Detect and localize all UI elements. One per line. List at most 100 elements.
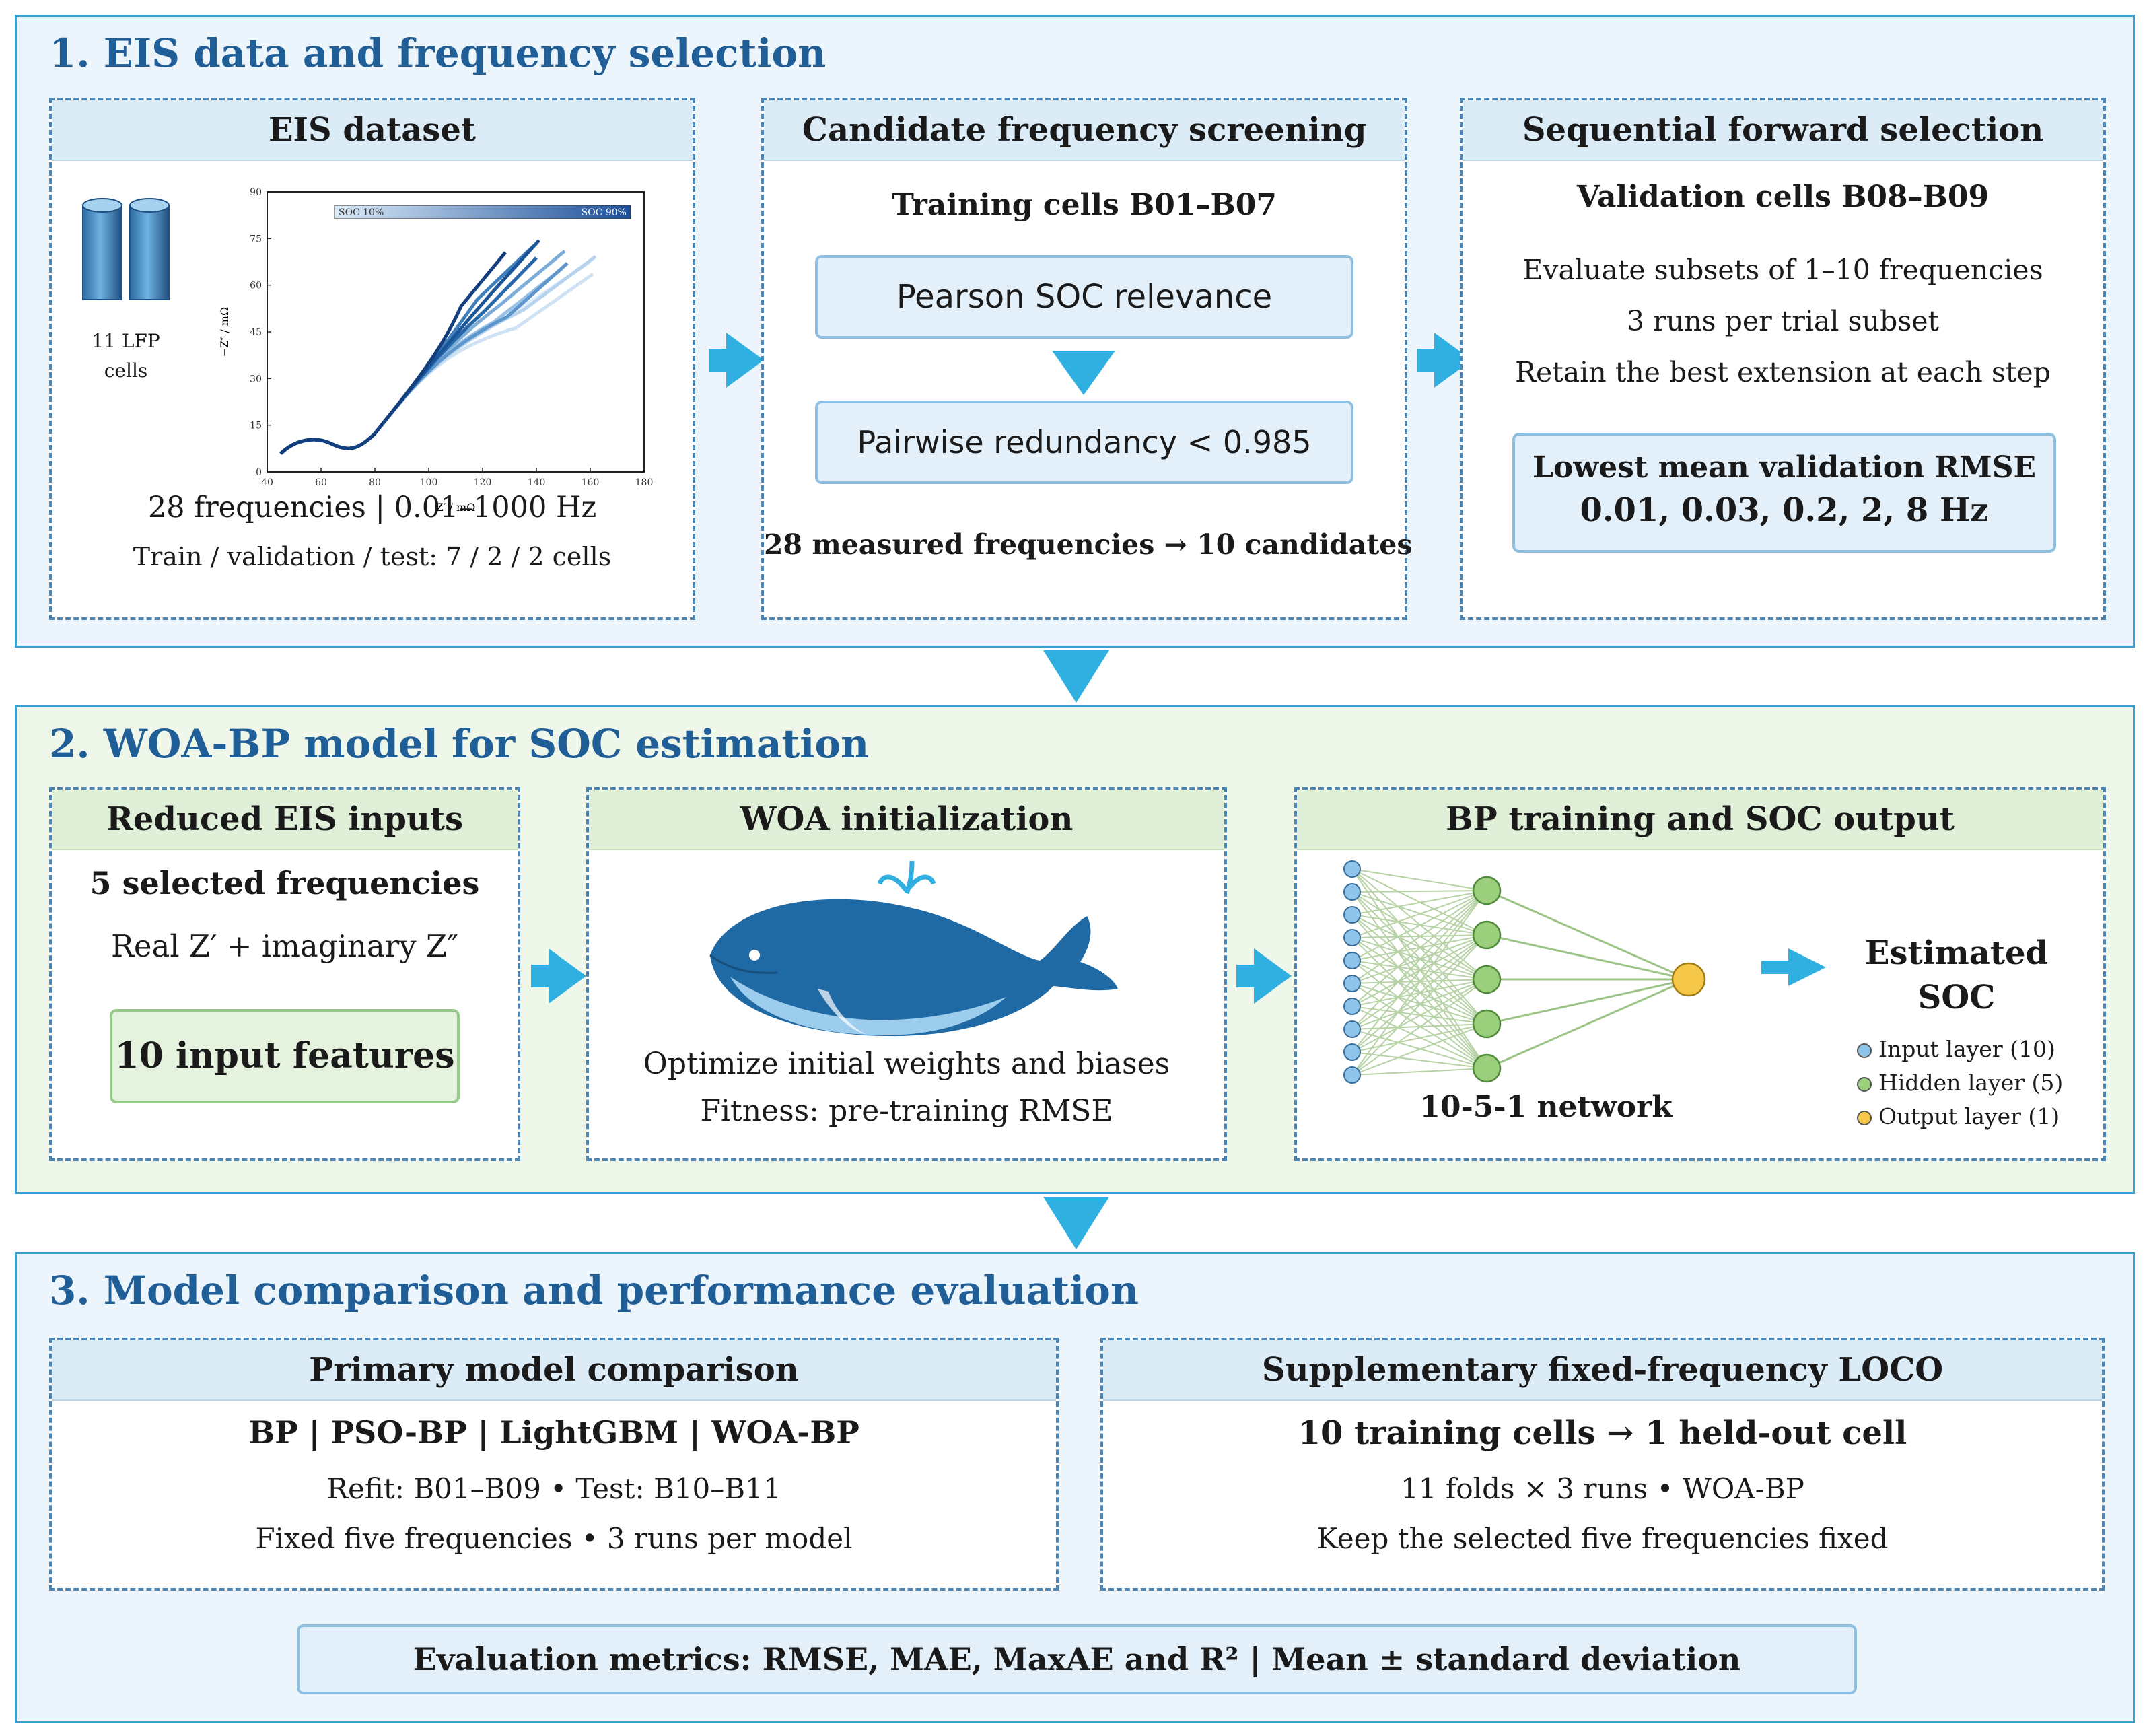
hidden-node <box>1472 1053 1502 1083</box>
primary-runs-line: Fixed five frequencies • 3 runs per mode… <box>255 1522 853 1555</box>
input-node <box>1343 1020 1361 1038</box>
y-tick-label: 30 <box>250 374 262 384</box>
primary-refit-line: Refit: B01–B09 • Test: B10–B11 <box>326 1472 781 1505</box>
panel-primary-comparison: Primary model comparison BP | PSO-BP | L… <box>49 1338 1059 1591</box>
input-node <box>1343 1066 1361 1084</box>
input-hidden-connection <box>1351 1068 1487 1076</box>
plot-x-axis-label: Z′ / mΩ <box>436 501 476 514</box>
legend-input-layer: Input layer (10) <box>1857 1036 2055 1062</box>
input-node <box>1343 883 1361 901</box>
output-node <box>1671 962 1706 997</box>
loco-line1: 10 training cells → 1 held-out cell <box>1298 1414 1907 1452</box>
dataset-split-text: Train / validation / test: 7 / 2 / 2 cel… <box>133 542 612 571</box>
battery-cells-icon <box>82 198 170 300</box>
input-node-swatch <box>1857 1043 1872 1058</box>
y-tick-label: 60 <box>250 281 262 291</box>
impedance-curve <box>279 251 507 455</box>
legend-input-label: Input layer (10) <box>1878 1036 2055 1062</box>
screening-subtitle: Training cells B01–B07 <box>892 188 1277 222</box>
panel-primary-comparison-header: Primary model comparison <box>52 1340 1056 1401</box>
x-tick-label: 60 <box>315 477 327 488</box>
legend-output-label: Output layer (1) <box>1878 1103 2060 1130</box>
panel-woa-initialization: WOA initialization Optimize initial weig… <box>586 787 1227 1161</box>
soc-colorbar-high-label: SOC 90% <box>582 207 627 218</box>
forward-line1: Evaluate subsets of 1–10 frequencies <box>1522 254 2043 286</box>
input-node <box>1343 952 1361 969</box>
inputs-line1: 5 selected frequencies <box>90 865 480 901</box>
hidden-output-connection <box>1486 978 1689 1070</box>
input-node <box>1343 929 1361 946</box>
forward-subtitle: Validation cells B08–B09 <box>1576 180 1990 214</box>
input-node <box>1343 1043 1361 1061</box>
soc-colorbar <box>334 205 631 219</box>
arrow-right-icon <box>531 948 586 1004</box>
y-tick-label: 45 <box>250 327 262 338</box>
hidden-node <box>1472 965 1502 994</box>
arrow-down-icon <box>1043 1197 1109 1249</box>
y-tick-label: 75 <box>250 234 262 244</box>
forward-result-values: 0.01, 0.03, 0.2, 2, 8 Hz <box>1580 491 1989 529</box>
section-3-title: 3. Model comparison and performance eval… <box>49 1268 1139 1313</box>
input-hidden-connection <box>1351 890 1487 938</box>
arrow-right-icon <box>1236 948 1292 1004</box>
x-tick-label: 120 <box>474 477 492 488</box>
input-node <box>1343 860 1361 878</box>
estimated-soc-line1: Estimated <box>1864 934 2049 972</box>
input-hidden-connection <box>1351 979 1487 1053</box>
network-label: 10-5-1 network <box>1419 1090 1673 1124</box>
input-hidden-connection <box>1351 868 1487 891</box>
legend-hidden-label: Hidden layer (5) <box>1878 1070 2064 1096</box>
dataset-frequencies-text: 28 frequencies | 0.01–1000 Hz <box>147 491 597 524</box>
input-hidden-connection <box>1351 890 1487 893</box>
panel-bp-training: BP training and SOC output 10-5-1 networ… <box>1294 787 2106 1161</box>
panel-eis-dataset: EIS dataset 11 LFP cells <box>49 98 695 620</box>
hidden-node <box>1472 1009 1502 1039</box>
loco-line3: Keep the selected five frequencies fixed <box>1316 1522 1889 1555</box>
primary-models-line: BP | PSO-BP | LightGBM | WOA-BP <box>248 1414 859 1451</box>
input-node <box>1343 998 1361 1015</box>
hidden-output-connection <box>1486 934 1689 981</box>
hidden-output-connection <box>1486 978 1689 1025</box>
panel-reduced-inputs: Reduced EIS inputs 5 selected frequencie… <box>49 787 520 1161</box>
input-hidden-connection <box>1351 934 1487 1076</box>
legend-output-layer: Output layer (1) <box>1857 1103 2060 1130</box>
panel-candidate-screening: Candidate frequency screening Training c… <box>761 98 1412 620</box>
input-hidden-connection <box>1351 890 1487 984</box>
input-hidden-connection <box>1351 1023 1487 1053</box>
pairwise-redundancy-box: Pairwise redundancy < 0.985 <box>815 401 1353 484</box>
forward-result-title: Lowest mean validation RMSE <box>1533 450 2036 485</box>
panel-loco: Supplementary fixed-frequency LOCO 10 tr… <box>1100 1338 2105 1591</box>
cells-label-line2: cells <box>104 359 148 382</box>
input-hidden-connection <box>1351 890 1487 961</box>
input-hidden-connection <box>1351 890 1487 1053</box>
arrow-down-icon <box>1043 650 1109 703</box>
estimated-soc-line2: SOC <box>1917 979 1996 1016</box>
x-tick-label: 80 <box>369 477 381 488</box>
hidden-node <box>1472 876 1502 905</box>
plot-y-axis-label: −Z″ / mΩ <box>218 307 231 357</box>
legend-hidden-layer: Hidden layer (5) <box>1857 1070 2063 1096</box>
input-hidden-connection <box>1351 1023 1487 1076</box>
input-hidden-connection <box>1351 890 1487 1007</box>
input-hidden-connection <box>1351 890 1487 1076</box>
estimated-soc-label: Estimated SOC <box>1856 931 2057 1020</box>
x-tick-label: 180 <box>635 477 654 488</box>
input-hidden-connection <box>1351 979 1487 1076</box>
x-tick-label: 40 <box>261 477 273 488</box>
panel-loco-header: Supplementary fixed-frequency LOCO <box>1103 1340 2102 1401</box>
input-hidden-connection <box>1351 1051 1487 1069</box>
woa-line2: Fitness: pre-training RMSE <box>700 1094 1113 1128</box>
output-arrow-shaft <box>1761 961 1788 974</box>
section-2-title: 2. WOA-BP model for SOC estimation <box>49 721 870 767</box>
output-node-swatch <box>1857 1111 1872 1125</box>
arrow-right-icon <box>709 333 764 388</box>
forward-result-box: Lowest mean validation RMSE 0.01, 0.03, … <box>1512 433 2056 553</box>
soc-colorbar-low-label: SOC 10% <box>339 207 384 218</box>
input-hidden-connection <box>1351 934 1487 1053</box>
panel-woa-initialization-header: WOA initialization <box>589 790 1224 850</box>
section-model-comparison: 3. Model comparison and performance eval… <box>15 1252 2135 1723</box>
pearson-relevance-box: Pearson SOC relevance <box>815 255 1353 339</box>
y-tick-label: 15 <box>250 421 262 431</box>
